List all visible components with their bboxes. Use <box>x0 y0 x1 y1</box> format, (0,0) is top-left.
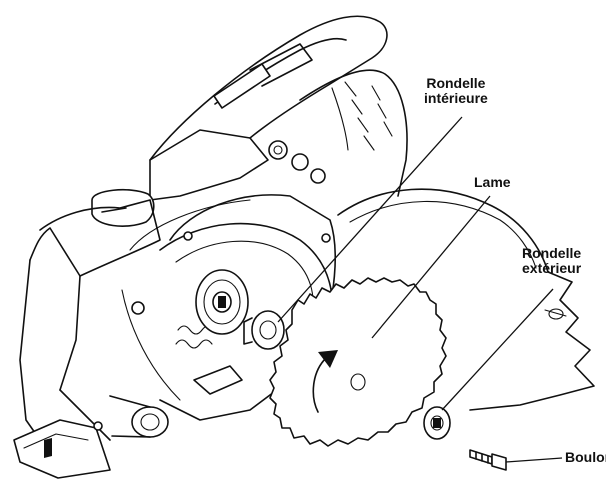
inner-washer-label-line2: intérieure <box>424 90 488 106</box>
saw-blade <box>269 277 447 447</box>
inner-washer-label: Rondelle intérieure <box>424 76 488 106</box>
rotation-arrow-icon <box>312 350 338 413</box>
upper-blade-guard <box>337 188 595 411</box>
outer-washer-label-line2: extérieur <box>522 260 582 276</box>
outer-washer <box>423 406 451 440</box>
inner-washer-leader <box>277 116 463 323</box>
inner-washer <box>243 310 285 350</box>
bolt-leader <box>505 457 563 463</box>
outer-washer-label: Rondelle extérieur <box>522 246 581 276</box>
inner-washer-label-line1: Rondelle <box>426 75 486 91</box>
outer-washer-label-line1: Rondelle <box>522 245 582 261</box>
bolt <box>469 449 507 471</box>
blade-label-text: Lame <box>474 174 511 190</box>
blade-leader <box>371 195 491 339</box>
outer-washer-leader <box>441 288 554 411</box>
saw-body <box>13 15 408 479</box>
blade-label: Lame <box>474 175 511 190</box>
spindle-hub <box>195 269 249 335</box>
bolt-label: Boulon <box>565 450 606 465</box>
bolt-label-text: Boulon <box>565 449 606 465</box>
